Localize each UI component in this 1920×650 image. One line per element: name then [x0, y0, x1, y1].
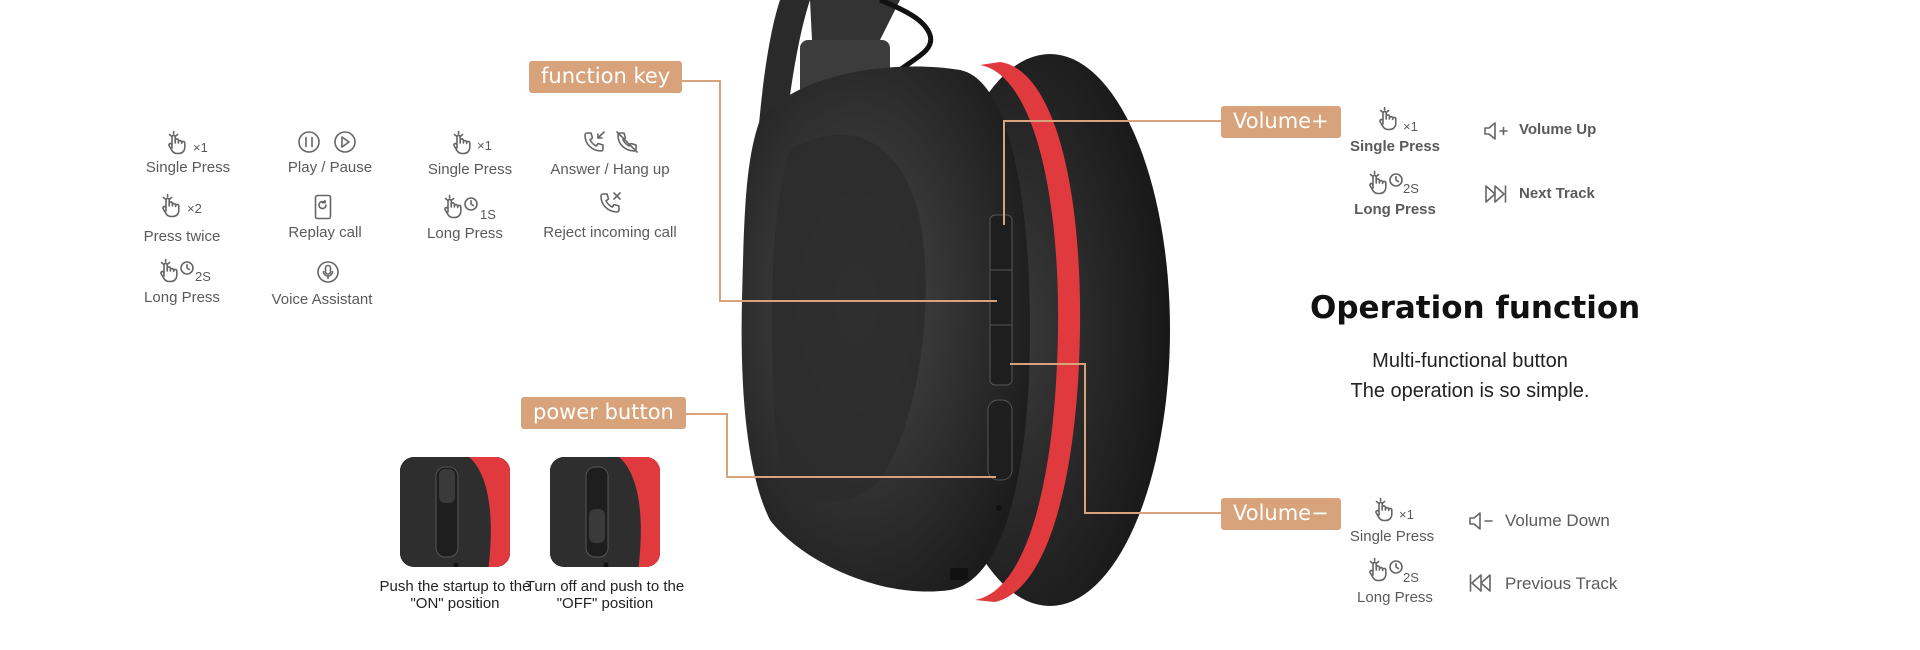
press-twice-label: Press twice	[143, 228, 221, 245]
play-pause-icon	[297, 130, 363, 159]
next-track-label: Next Track	[1519, 185, 1595, 202]
replay-call-label: Replay call	[288, 224, 362, 241]
function-key-tag: function key	[529, 61, 683, 93]
power-button-leader	[726, 476, 996, 478]
power-on-caption: Push the startup to the "ON" position	[379, 578, 531, 612]
play-pause-label: Play / Pause	[287, 159, 373, 176]
next-track-icon	[1484, 184, 1508, 209]
function-key-leader	[719, 80, 721, 302]
duration-2s: 2S	[1403, 570, 1419, 585]
phone-reject-icon	[598, 191, 624, 220]
reject-call-label: Reject incoming call	[543, 224, 677, 241]
power-on-thumbnail	[400, 457, 510, 567]
single-press-label: Single Press	[427, 161, 513, 178]
volume-minus-leader	[1084, 512, 1222, 514]
multiplier-x1: ×1	[477, 138, 492, 153]
tap-hold-icon	[1367, 170, 1407, 203]
volume-plus-leader	[1003, 120, 1005, 225]
operation-line-1: Multi-functional button	[1372, 350, 1568, 372]
single-press-label: Single Press	[145, 159, 231, 176]
volume-minus-leader	[1010, 363, 1085, 365]
volume-minus-leader	[1084, 363, 1086, 513]
volume-minus-tag: Volume−	[1221, 498, 1341, 530]
single-press-label: Single Press	[1349, 528, 1435, 545]
phone-hangup-icon	[615, 130, 641, 159]
voice-assistant-label: Voice Assistant	[271, 291, 373, 308]
function-key-leader	[719, 300, 997, 302]
multiplier-x1: ×1	[193, 140, 208, 155]
mic-icon	[316, 260, 340, 289]
power-off-caption: Turn off and push to the "OFF" position	[525, 578, 685, 612]
volume-plus-tag: Volume+	[1221, 106, 1341, 138]
volume-plus-leader	[1003, 120, 1223, 122]
operation-line-2: The operation is so simple.	[1350, 380, 1590, 402]
operation-title: Operation function	[1310, 290, 1641, 326]
multiplier-x1: ×1	[1399, 507, 1414, 522]
function-key-leader	[680, 80, 720, 82]
duration-2s: 2S	[1403, 181, 1419, 196]
previous-track-label: Previous Track	[1505, 574, 1618, 593]
power-button-tag: power button	[521, 397, 686, 429]
volume-down-label: Volume Down	[1505, 511, 1610, 530]
power-button-leader	[726, 413, 728, 478]
answer-hangup-label: Answer / Hang up	[550, 161, 670, 178]
power-off-thumbnail	[550, 457, 660, 567]
long-press-label: Long Press	[1354, 201, 1436, 218]
long-press-label: Long Press	[144, 289, 220, 306]
single-press-label: Single Press	[1349, 138, 1441, 155]
tap-hold-icon	[1367, 557, 1407, 590]
multiplier-x1: ×1	[1403, 119, 1418, 134]
long-press-label: Long Press	[427, 225, 503, 242]
volume-up-label: Volume Up	[1519, 121, 1597, 138]
tap-icon	[1377, 106, 1401, 137]
tap-icon	[1373, 497, 1397, 528]
previous-track-icon	[1468, 573, 1492, 598]
volume-down-icon	[1468, 510, 1494, 537]
replay-call-icon	[314, 194, 332, 225]
duration-1s: 1S	[480, 207, 496, 222]
phone-answer-icon	[582, 130, 608, 159]
multiplier-x2: ×2	[187, 201, 202, 216]
power-button-leader	[680, 413, 727, 415]
duration-2s: 2S	[195, 269, 211, 284]
long-press-label: Long Press	[1357, 589, 1433, 606]
volume-up-icon	[1483, 120, 1509, 147]
